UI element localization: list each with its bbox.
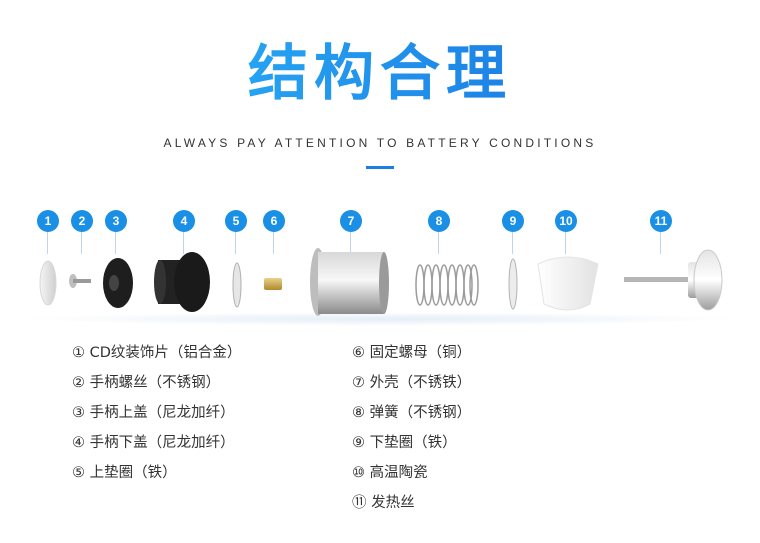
badge-2: 2	[71, 210, 93, 254]
exploded-view: 1 2 3 4 5 6 7 8 9 10 11	[30, 198, 730, 338]
floor-shadow	[20, 312, 740, 326]
heating-wire-image	[624, 249, 723, 311]
legend-item-8: ⑧ 弹簧（不锈钢）	[352, 405, 472, 421]
badge-4: 4	[173, 210, 195, 254]
page-subtitle: ALWAYS PAY ATTENTION TO BATTERY CONDITIO…	[163, 136, 597, 150]
lower-washer-image	[508, 258, 518, 310]
legend-left: ① CD纹装饰片（铝合金） ② 手柄螺丝（不锈钢） ③ 手柄上盖（尼龙加纤） ④…	[72, 338, 241, 488]
badge-10: 10	[555, 210, 577, 254]
badge-7: 7	[340, 210, 362, 254]
upper-washer-image	[232, 262, 242, 308]
legend-item-3: ③ 手柄上盖（尼龙加纤）	[72, 405, 235, 421]
legend-item-2: ② 手柄螺丝（不锈钢）	[72, 375, 221, 391]
badge-5: 5	[225, 210, 247, 254]
ceramic-cup-image	[537, 256, 599, 311]
badge-9: 9	[502, 210, 524, 254]
handle-screw-image	[69, 274, 91, 288]
legend-item-1: ① CD纹装饰片（铝合金）	[72, 345, 242, 361]
page-title: 结构合理	[0, 38, 760, 110]
legend-right: ⑥ 固定螺母（铜） ⑦ 外壳（不锈铁） ⑧ 弹簧（不锈钢） ⑨ 下垫圈（铁） ⑩…	[352, 338, 471, 518]
badge-3: 3	[105, 210, 127, 254]
outer-shell-image	[310, 248, 389, 316]
legend-item-6: ⑥ 固定螺母（铜）	[352, 345, 472, 361]
badge-6: 6	[263, 210, 285, 254]
badge-1: 1	[37, 210, 59, 254]
spring-image	[415, 264, 479, 306]
title-divider	[366, 166, 394, 169]
legend-item-11: ⑪ 发热丝	[352, 495, 415, 511]
legend-item-9: ⑨ 下垫圈（铁）	[352, 435, 457, 451]
handle-lower-cover-image	[154, 252, 210, 312]
handle-upper-cover-image	[103, 258, 133, 308]
cd-decor-plate-image	[39, 260, 57, 306]
badge-11: 11	[650, 210, 672, 254]
badge-8: 8	[428, 210, 450, 254]
fixing-nut-image	[264, 278, 282, 290]
legend-item-7: ⑦ 外壳（不锈铁）	[352, 375, 472, 391]
legend-item-10: ⑩ 高温陶瓷	[352, 465, 428, 481]
legend-item-5: ⑤ 上垫圈（铁）	[72, 465, 177, 481]
legend-item-4: ④ 手柄下盖（尼龙加纤）	[72, 435, 235, 451]
